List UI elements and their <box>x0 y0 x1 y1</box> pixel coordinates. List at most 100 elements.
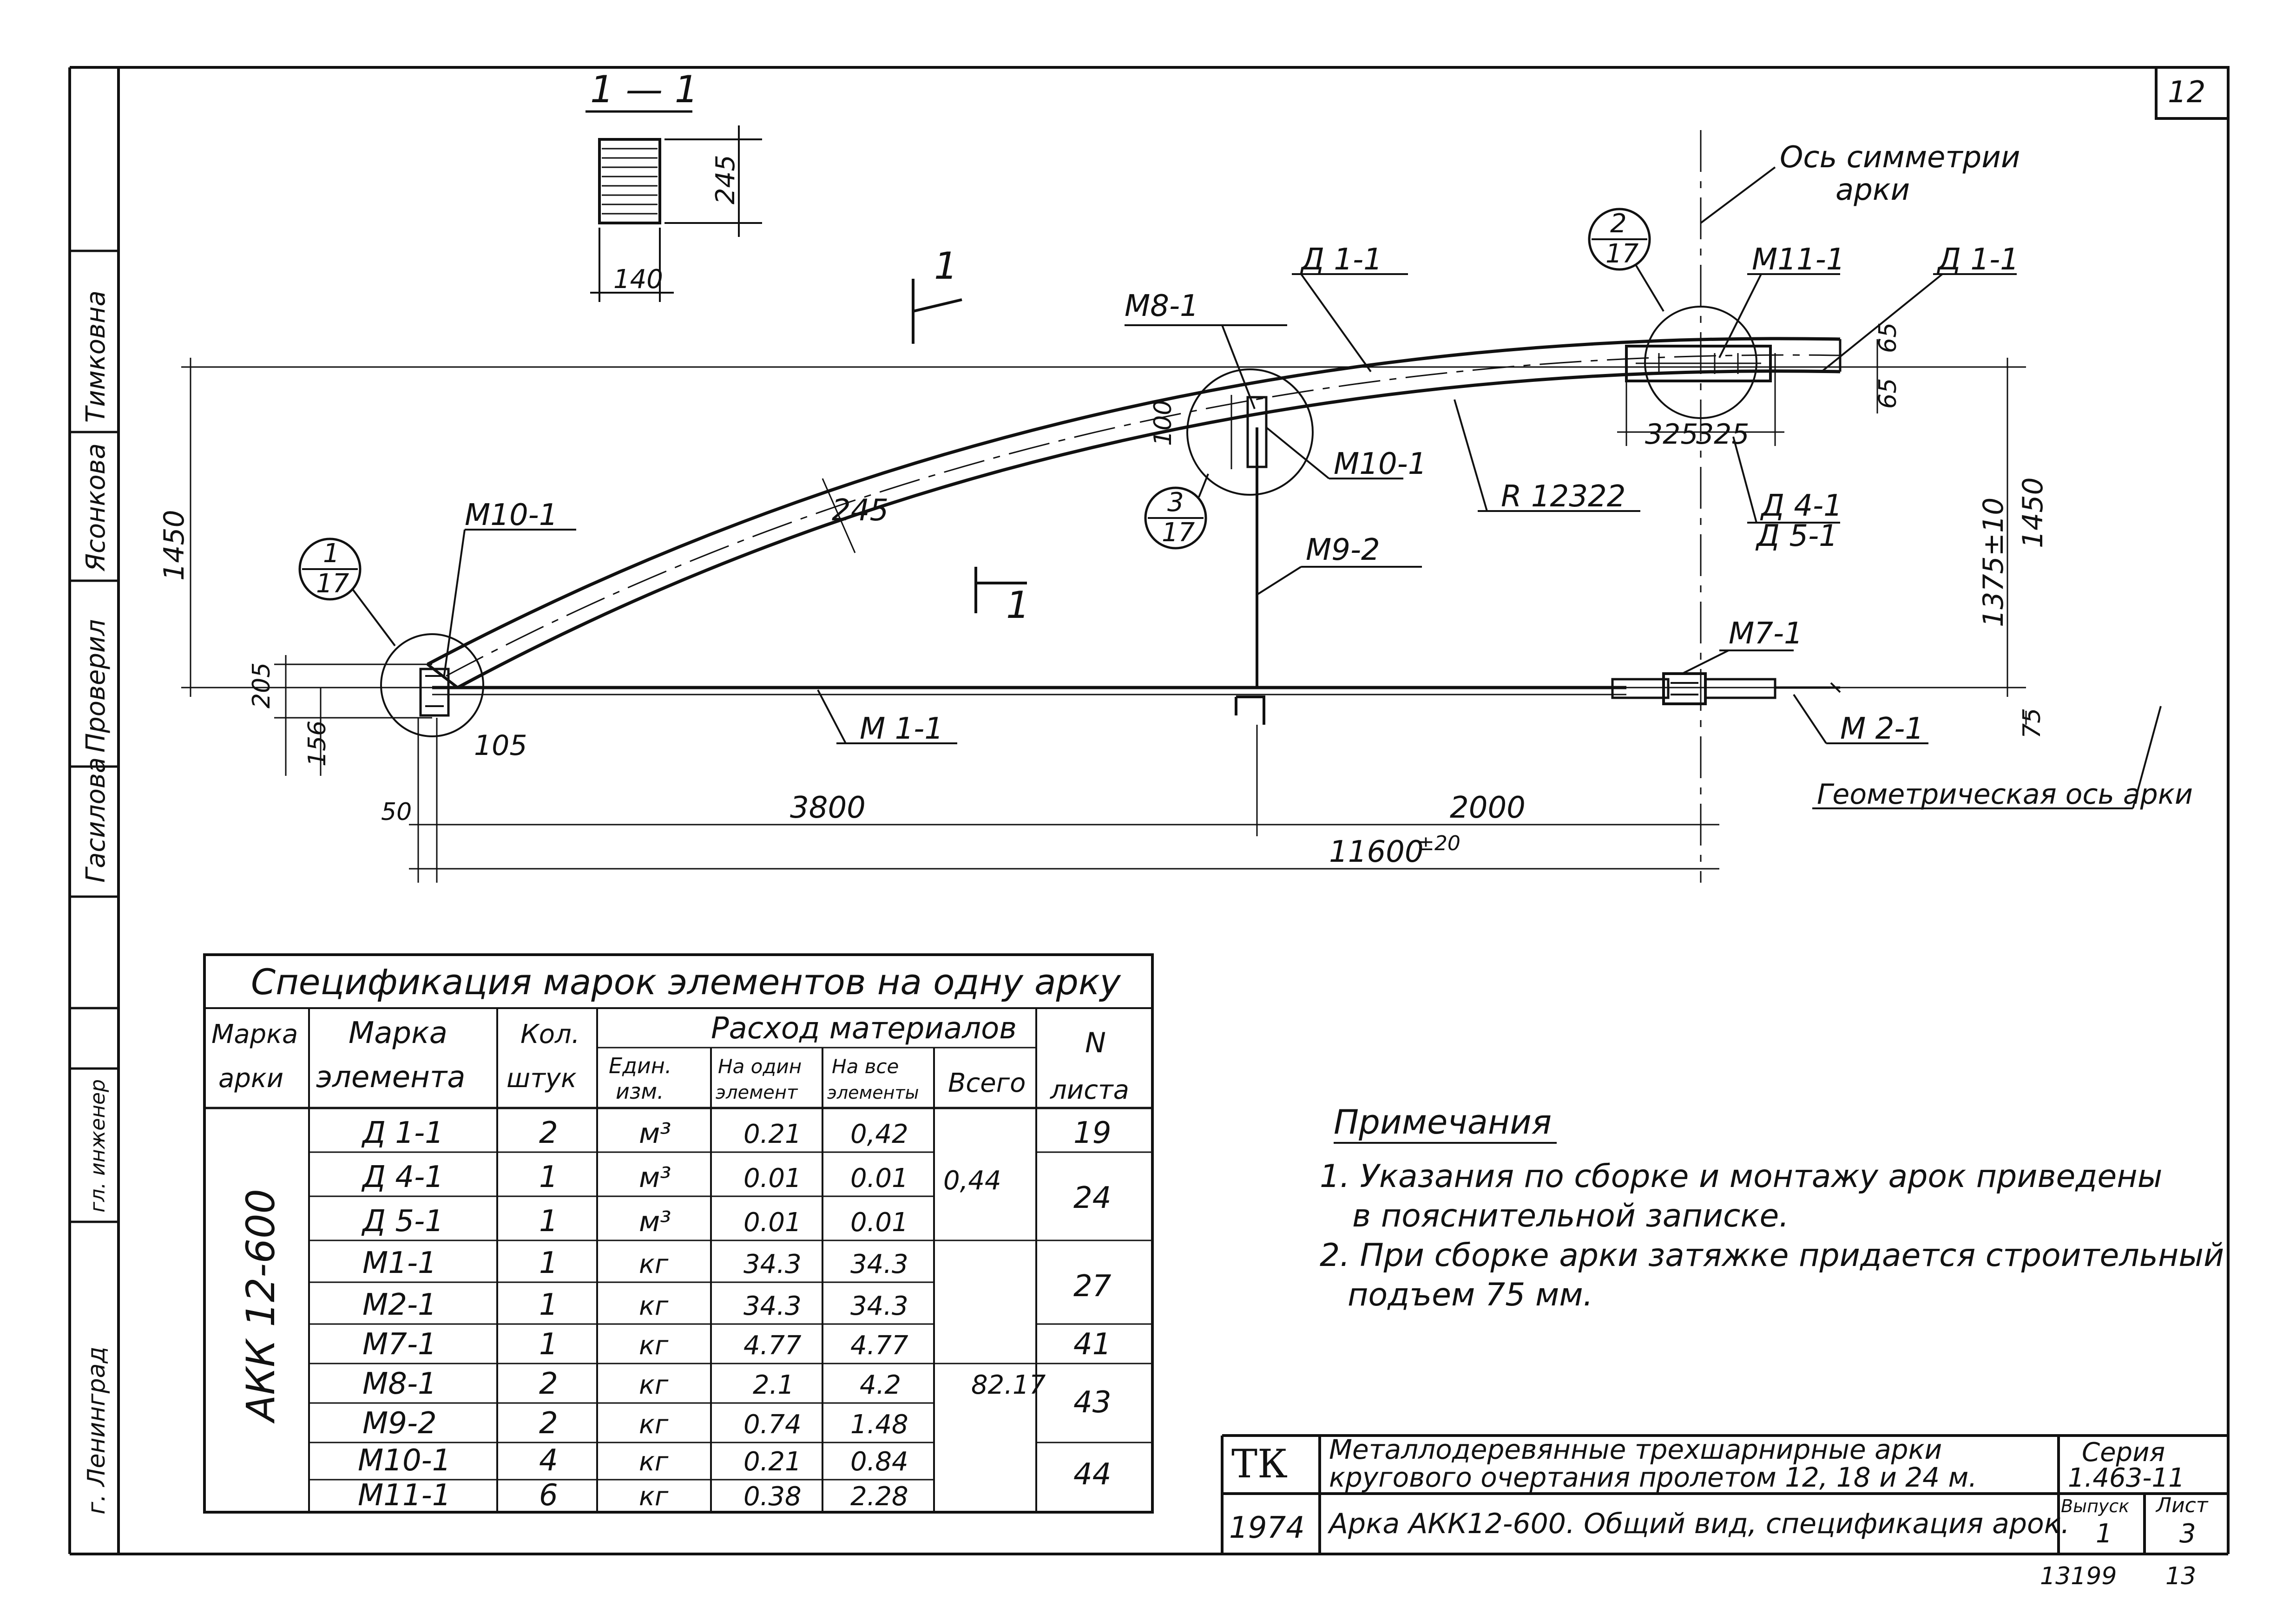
svg-text:0.21: 0.21 <box>743 1447 802 1477</box>
svg-text:0.74: 0.74 <box>743 1410 802 1440</box>
dim-156: 156 <box>303 721 331 767</box>
axis-title-2: арки <box>1835 173 1910 207</box>
side-city: г. Ленинград <box>83 1347 111 1515</box>
svg-text:1: 1 <box>539 1246 558 1280</box>
label-m9-2: М9-2 <box>1306 533 1380 567</box>
svg-text:1: 1 <box>539 1327 558 1362</box>
svg-text:4.2: 4.2 <box>860 1370 901 1400</box>
side-role: гл. инженер <box>86 1079 110 1213</box>
notes-title: Примечания <box>1334 1102 1552 1141</box>
dim-11600: 11600 <box>1329 835 1424 869</box>
svg-text:6: 6 <box>539 1478 558 1513</box>
hdr-qty-2: штук <box>507 1063 577 1094</box>
svg-text:17: 17 <box>1605 239 1639 269</box>
label-m8-1: М8-1 <box>1125 289 1199 323</box>
label-geom-axis: Геометрическая ось арки <box>1817 778 2193 811</box>
svg-text:кг: кг <box>639 1291 669 1321</box>
axis-title-1: Ось симметрии <box>1780 140 2020 175</box>
svg-text:м³: м³ <box>639 1117 671 1150</box>
svg-text:0.38: 0.38 <box>743 1482 802 1512</box>
label-d5-1: Д 5-1 <box>1755 519 1838 553</box>
section-mark-bottom <box>974 567 1027 613</box>
svg-text:1: 1 <box>323 538 340 569</box>
section-width: 140 <box>613 264 663 295</box>
svg-text:кг: кг <box>639 1370 669 1400</box>
sheet-43: 43 <box>1073 1385 1111 1420</box>
symmetry-axis <box>1700 130 1776 883</box>
svg-text:м³: м³ <box>639 1206 671 1238</box>
svg-text:0.01: 0.01 <box>850 1207 908 1238</box>
dimension-lines <box>181 339 2027 883</box>
hdr-unit-2: изм. <box>616 1079 664 1104</box>
title-sheet: Арка АКК12-600. Общий вид, спецификация … <box>1327 1508 2070 1540</box>
section-1-1: 1 — 1 245 140 <box>586 68 762 302</box>
svg-text:1: 1 <box>539 1204 558 1239</box>
svg-text:М8-1: М8-1 <box>362 1367 437 1401</box>
svg-text:Д 5-1: Д 5-1 <box>361 1204 444 1239</box>
svg-text:17: 17 <box>316 569 349 599</box>
list-label: Лист <box>2155 1494 2209 1517</box>
svg-text:кг: кг <box>639 1249 669 1279</box>
label-d4-1: Д 4-1 <box>1760 489 1842 523</box>
label-m2-1: М 2-1 <box>1840 712 1924 746</box>
callout-1-17: 1 17 <box>298 538 396 647</box>
svg-text:34.3: 34.3 <box>850 1249 908 1279</box>
notes-line-3: 2. При сборке арки затяжке придается стр… <box>1320 1237 2224 1274</box>
hdr-qty-1: Кол. <box>520 1019 580 1049</box>
section-mark-1a: 1 <box>934 244 958 288</box>
dim-2000: 2000 <box>1450 791 1526 825</box>
dim-1450-left: 1450 <box>158 510 191 581</box>
sheet-41: 41 <box>1073 1327 1111 1362</box>
hdr-per-all-1: На все <box>832 1055 899 1078</box>
label-m1-1: М 1-1 <box>860 712 943 746</box>
svg-text:кг: кг <box>639 1331 669 1361</box>
svg-text:2: 2 <box>539 1367 558 1401</box>
svg-text:2.28: 2.28 <box>850 1482 908 1512</box>
arch <box>427 337 1842 689</box>
issue-value: 1 <box>2096 1519 2112 1549</box>
svg-text:4: 4 <box>539 1443 558 1478</box>
section-height: 245 <box>711 155 741 204</box>
hdr-per-one-2: элемент <box>716 1082 798 1103</box>
side-name-4: Тимковна <box>81 290 111 423</box>
svg-text:17: 17 <box>1162 518 1195 548</box>
hdr-element-mark-1: Марка <box>349 1016 447 1050</box>
series-label: Серия <box>2082 1437 2165 1468</box>
svg-text:0.01: 0.01 <box>850 1163 908 1193</box>
notes-line-4: подъем 75 мм. <box>1348 1277 1593 1313</box>
issue-label: Выпуск <box>2061 1496 2129 1516</box>
svg-text:34.3: 34.3 <box>743 1249 802 1279</box>
svg-text:Д 4-1: Д 4-1 <box>361 1160 444 1194</box>
label-d1-1-b: Д 1-1 <box>1936 243 2019 277</box>
label-m10-1-a: М10-1 <box>1334 447 1427 481</box>
svg-text:2: 2 <box>539 1116 558 1150</box>
sheet-frame <box>68 66 2230 1555</box>
section-mark-top <box>912 279 962 344</box>
svg-text:М7-1: М7-1 <box>362 1327 437 1362</box>
dim-205: 205 <box>248 662 276 708</box>
svg-text:2: 2 <box>539 1406 558 1441</box>
left-support <box>380 633 484 737</box>
spec-title: Спецификация марок элементов на одну арк… <box>251 961 1121 1003</box>
hdr-element-mark-2: элемента <box>316 1060 465 1095</box>
svg-text:4.77: 4.77 <box>850 1331 908 1361</box>
spec-table <box>203 953 1154 1514</box>
svg-text:М9-2: М9-2 <box>362 1406 437 1441</box>
svg-text:кг: кг <box>639 1410 669 1440</box>
section-mark-1b: 1 <box>1006 584 1030 627</box>
hdr-arch-mark-1: Марка <box>211 1019 298 1049</box>
svg-text:кг: кг <box>639 1447 669 1477</box>
svg-text:0.21: 0.21 <box>743 1119 802 1149</box>
svg-text:М11-1: М11-1 <box>358 1478 451 1513</box>
dim-65b: 65 <box>1874 378 1902 409</box>
callout-2-17: 2 17 <box>1588 208 1664 312</box>
